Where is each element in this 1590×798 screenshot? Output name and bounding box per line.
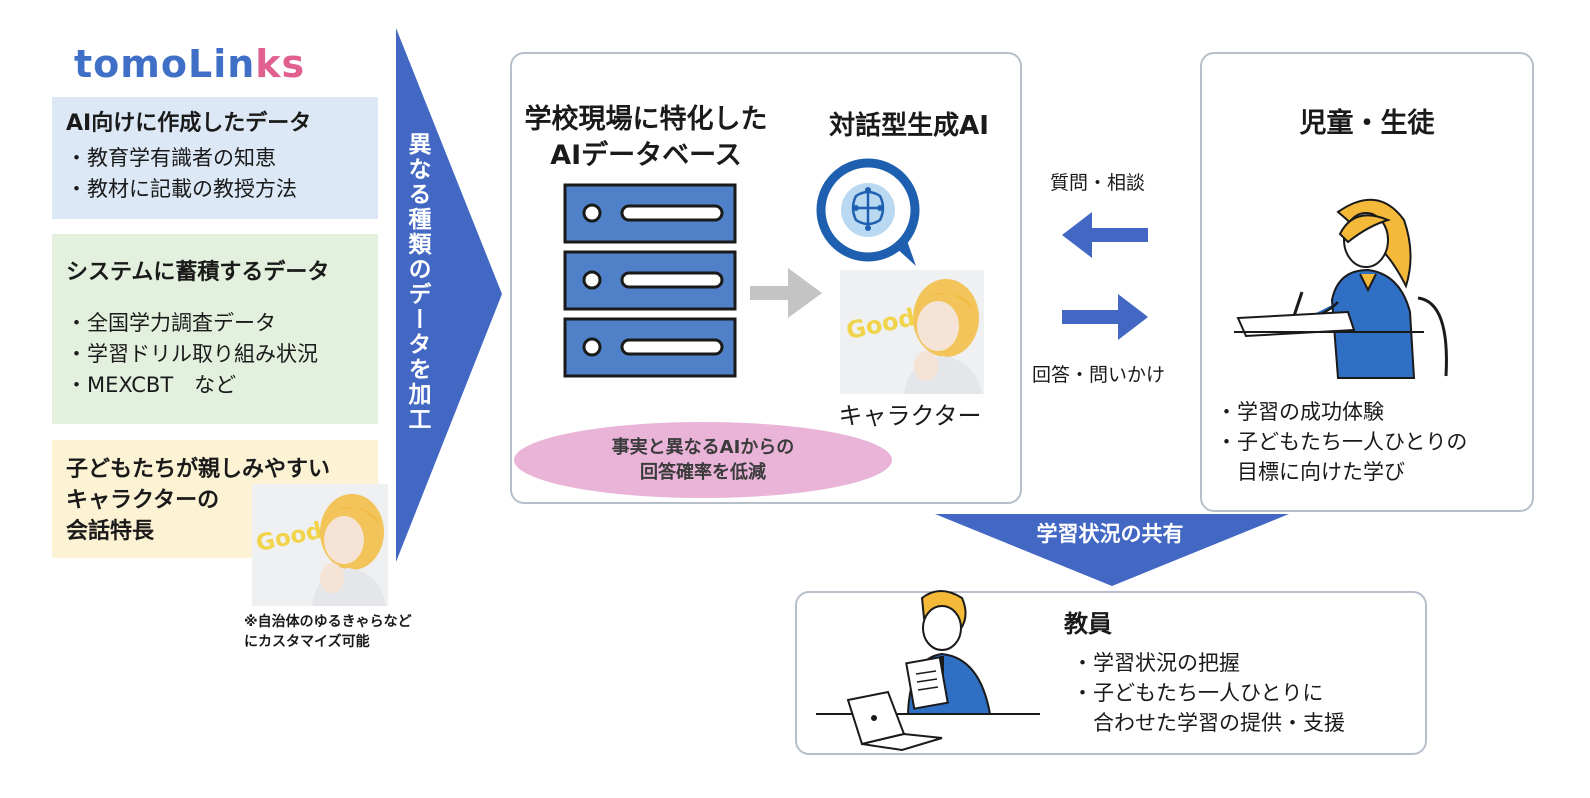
students-title: 児童・生徒: [1299, 108, 1435, 139]
teacher-title: 教員: [1064, 610, 1112, 638]
teacher-list: ・学習状況の把握 ・子どもたち一人ひとりに 合わせた学習の提供・支援: [1072, 648, 1345, 738]
list-item-text: 子どもたち一人ひとりの: [1237, 430, 1468, 454]
student-illustration: [1234, 198, 1448, 379]
panel-title: AI向けに作成したデータ: [66, 111, 312, 136]
tomolinks-logo: tomoLinks: [74, 42, 305, 86]
character-label: キャラクター: [838, 402, 982, 430]
character-icon: Good: [252, 484, 388, 606]
process-arrow-label: 異なる種類のデータを加工: [404, 132, 430, 432]
list-item: ・学習状況の把握: [1072, 651, 1240, 675]
ai-brain-icon: [816, 158, 920, 266]
answer-label: 回答・問いかけ: [1032, 364, 1166, 386]
gray-arrow: [750, 268, 822, 318]
list-item: ・学習の成功体験: [1216, 400, 1384, 424]
character-image: Good: [252, 484, 388, 606]
database-icon: [563, 183, 737, 378]
list-item: 合わせた学習の提供・支援: [1093, 711, 1345, 735]
share-label: 学習状況の共有: [1036, 522, 1184, 546]
logo-text: ks: [255, 42, 306, 86]
question-label: 質問・相談: [1050, 172, 1146, 194]
list-item: 教材に記載の教授方法: [66, 174, 364, 205]
right-arrow: [1062, 294, 1148, 340]
students-list: ・学習の成功体験 ・子どもたち一人ひとりの 目標に向けた学び: [1216, 397, 1467, 487]
logo-text: Lin: [187, 42, 256, 86]
list-item: 学習ドリル取り組み状況: [66, 339, 364, 370]
footnote: ※自治体のゆるきゃらなど にカスタマイズ可能: [244, 614, 412, 650]
list-item: ・子どもたち一人ひとりの: [1216, 430, 1468, 454]
list-item-text: 学習の成功体験: [1237, 400, 1384, 424]
process-arrow: [396, 28, 502, 562]
teacher-illustration: [816, 590, 1040, 752]
character-icon: Good: [840, 270, 984, 394]
list-item: 目標に向けた学び: [1237, 460, 1405, 484]
database-title: 学校現場に特化した AIデータベース: [524, 104, 768, 171]
panel-title: システムに蓄積するデータ: [66, 260, 330, 285]
system-data-panel: システムに蓄積するデータ 全国学力調査データ 学習ドリル取り組み状況 MEXCB…: [52, 234, 378, 424]
accuracy-ellipse: 事実と異なるAIからの 回答確率を低減: [514, 422, 892, 498]
list-item: 教育学有識者の知恵: [66, 143, 364, 174]
logo-text: tomo: [74, 42, 188, 86]
panel-title: 子どもたちが親しみやすい キャラクターの 会話特長: [66, 457, 331, 544]
ai-title: 対話型生成AI: [829, 111, 989, 141]
list-item: MEXCBT など: [66, 370, 364, 401]
ai-data-panel: AI向けに作成したデータ 教育学有識者の知恵 教材に記載の教授方法: [52, 97, 378, 219]
character-image: Good: [840, 270, 984, 394]
left-arrow: [1062, 212, 1148, 258]
list-item: 全国学力調査データ: [66, 308, 364, 339]
share-arrow: [935, 514, 1289, 586]
list-item-text: 子どもたち一人ひとりに: [1093, 681, 1324, 705]
list-item-text: 学習状況の把握: [1093, 651, 1240, 675]
list-item: ・子どもたち一人ひとりに: [1072, 681, 1324, 705]
